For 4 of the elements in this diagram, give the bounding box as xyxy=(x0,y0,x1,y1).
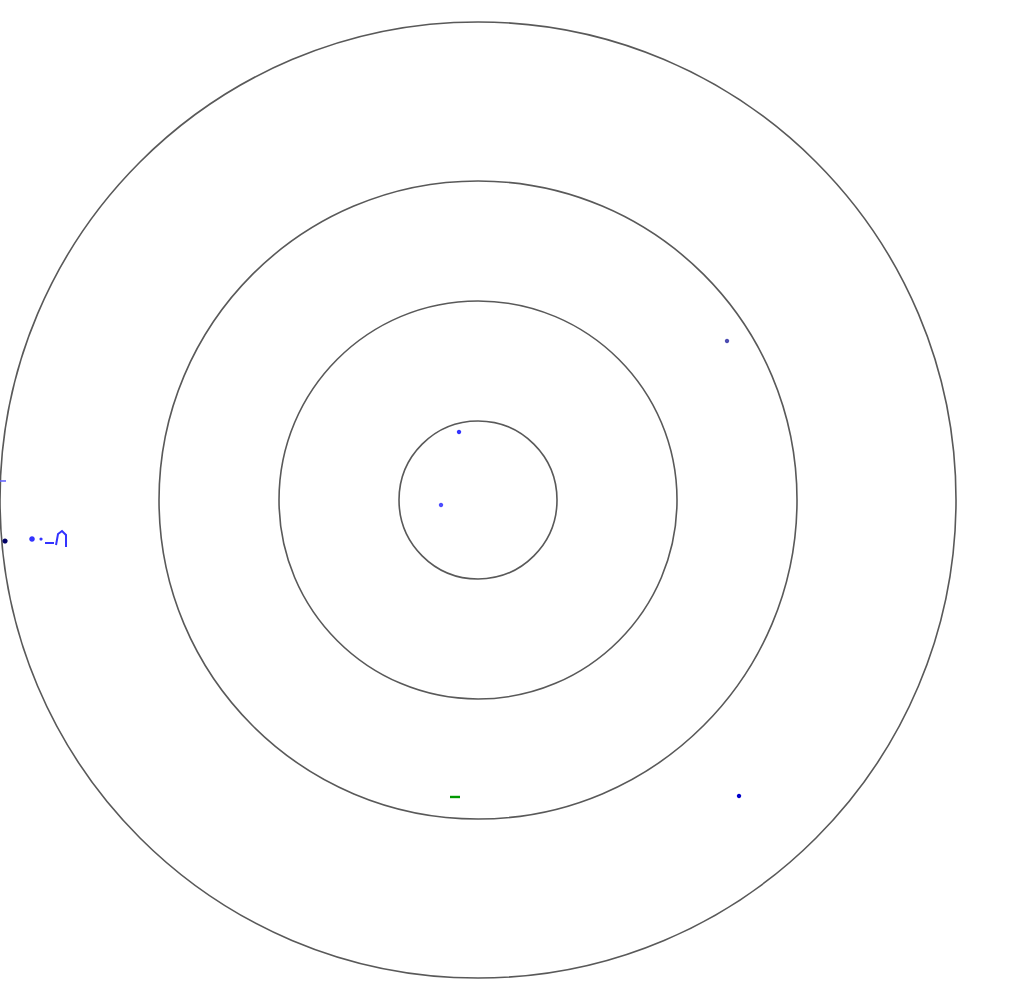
ring xyxy=(0,21,957,979)
ring xyxy=(278,300,678,700)
ring xyxy=(158,180,798,820)
ring xyxy=(398,420,558,580)
